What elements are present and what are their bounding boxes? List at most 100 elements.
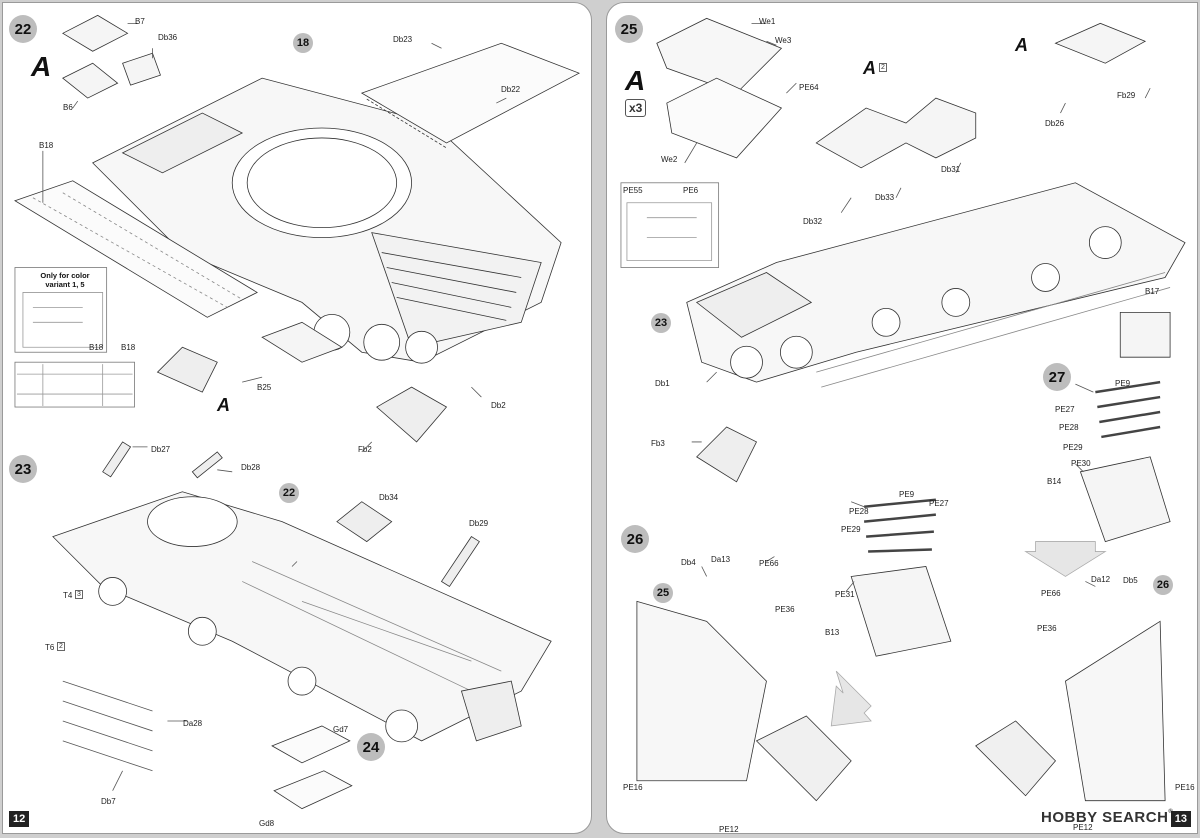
subassembly-a-pair: A — [863, 58, 876, 78]
label-pe28-a: PE28 — [1059, 423, 1079, 432]
right-page: 25 A x3 A 2 A 23 27 26 25 26 We1 We3 PE6… — [606, 2, 1198, 834]
part-b25 — [261, 321, 343, 363]
subassembly-a-label: A — [31, 51, 52, 82]
step-22-ref: 22 — [279, 483, 299, 503]
hull-lower-step23 — [52, 491, 552, 743]
label-pe27-b: PE27 — [929, 499, 949, 508]
label-db4: Db4 — [681, 558, 696, 567]
label-b18-top: B18 — [39, 141, 54, 150]
label-pe30: PE30 — [1071, 459, 1091, 468]
label-pe9-b: PE9 — [899, 490, 915, 499]
fender-strip-b18 — [14, 180, 258, 318]
tanks-pair — [815, 97, 977, 169]
label-b13: B13 — [825, 628, 840, 637]
label-we2: We2 — [661, 155, 678, 164]
step-25-ref: 25 — [653, 583, 673, 603]
page-number-left: 12 — [9, 811, 30, 827]
label-pe64: PE64 — [799, 83, 819, 92]
label-pe27-a: PE27 — [1055, 405, 1075, 414]
label-db22: Db22 — [501, 85, 521, 94]
hull-rear-step25 — [686, 182, 1186, 388]
part-fb2 — [376, 386, 448, 443]
label-pe16-a: PE16 — [623, 783, 643, 792]
label-fb29: Fb29 — [1117, 91, 1136, 100]
hull-upper-step22 — [92, 77, 562, 364]
jerrycan-gd8 — [273, 770, 353, 810]
left-page-drawing — [14, 14, 581, 810]
label-b18-side: B18 — [121, 343, 136, 352]
hull-detail-right — [1065, 620, 1166, 802]
label-pe12-a: PE12 — [719, 825, 739, 834]
part-b17 — [1119, 311, 1171, 358]
label-pe9-a: PE9 — [1115, 379, 1131, 388]
label-db27: Db27 — [151, 445, 171, 454]
detail-inset — [14, 361, 135, 408]
label-db33: Db33 — [875, 193, 895, 202]
label-b17: B17 — [1145, 287, 1160, 296]
label-b25: B25 — [257, 383, 272, 392]
arrow-down-step27 — [1024, 541, 1107, 577]
tank-we3 — [656, 17, 783, 94]
label-da28: Da28 — [183, 719, 203, 728]
rails-da28-db7 — [62, 680, 153, 772]
label-pe12-b: PE12 — [1073, 823, 1093, 832]
jerrycan-gd7 — [271, 725, 351, 764]
label-we1: We1 — [759, 17, 776, 26]
subassembly-a-right: A — [1015, 35, 1028, 55]
label-t4: T4 — [63, 591, 73, 600]
step-26-ref: 26 — [1153, 575, 1173, 595]
step-23-badge: 23 — [9, 455, 37, 483]
label-db2: Db2 — [491, 401, 506, 410]
color-variant-note: Only for color variant 1, 5 — [40, 271, 90, 289]
arrow-down-step26 — [830, 670, 872, 727]
label-pe6: PE6 — [683, 186, 699, 195]
right-page-drawing — [620, 17, 1186, 802]
mult-x2: 2 — [879, 63, 887, 72]
fender-right — [975, 720, 1057, 797]
subassembly-a-main: A — [625, 65, 646, 96]
part-db27 — [102, 441, 132, 478]
label-we3: We3 — [775, 36, 792, 45]
label-db1: Db1 — [655, 379, 670, 388]
label-db23: Db23 — [393, 35, 413, 44]
label-pe36-b: PE36 — [1037, 624, 1057, 633]
left-page: 22 A 18 23 22 24 A Only for color varian… — [2, 2, 592, 834]
hobby-search-watermark: HOBBY SEARCH® — [1041, 809, 1173, 826]
step-25-badge: 25 — [615, 15, 643, 43]
label-fb2: Fb2 — [358, 445, 372, 454]
multiplier-x3: x3 — [625, 99, 647, 117]
mult-t4: 3 — [75, 590, 83, 599]
part-b7 — [61, 14, 129, 52]
frame-pe27-pe30 — [1095, 380, 1161, 439]
label-b7: B7 — [135, 17, 145, 26]
label-db7: Db7 — [101, 797, 116, 806]
step-18-ref: 18 — [293, 33, 313, 53]
frame-b14 — [1079, 456, 1171, 543]
tank-we2 — [666, 77, 783, 159]
label-db26: Db26 — [1045, 119, 1065, 128]
label-pe55: PE55 — [623, 186, 643, 195]
label-db29: Db29 — [469, 519, 489, 528]
detail-inset-pe55 — [620, 182, 720, 268]
part-a-ramp — [156, 346, 218, 393]
part-db28 — [191, 451, 223, 479]
part-db34 — [336, 501, 393, 543]
panel-db22 — [360, 42, 581, 144]
mult-t6: 2 — [57, 642, 65, 651]
part-db36 — [122, 52, 161, 86]
label-pe16-b: PE16 — [1175, 783, 1195, 792]
label-da13: Da13 — [711, 555, 731, 564]
label-da12: Da12 — [1091, 575, 1111, 584]
frame-b13 — [850, 566, 952, 657]
label-db31: Db31 — [941, 165, 961, 174]
label-pe29-a: PE29 — [1063, 443, 1083, 452]
step-27-badge: 27 — [1043, 363, 1071, 391]
label-pe66-a: PE66 — [759, 559, 779, 568]
label-b14: B14 — [1047, 477, 1062, 486]
color-variant-inset — [14, 267, 108, 353]
hull-detail-left — [636, 600, 767, 782]
label-db5: Db5 — [1123, 576, 1138, 585]
step-24-badge: 24 — [357, 733, 385, 761]
step-23-ref: 23 — [651, 313, 671, 333]
